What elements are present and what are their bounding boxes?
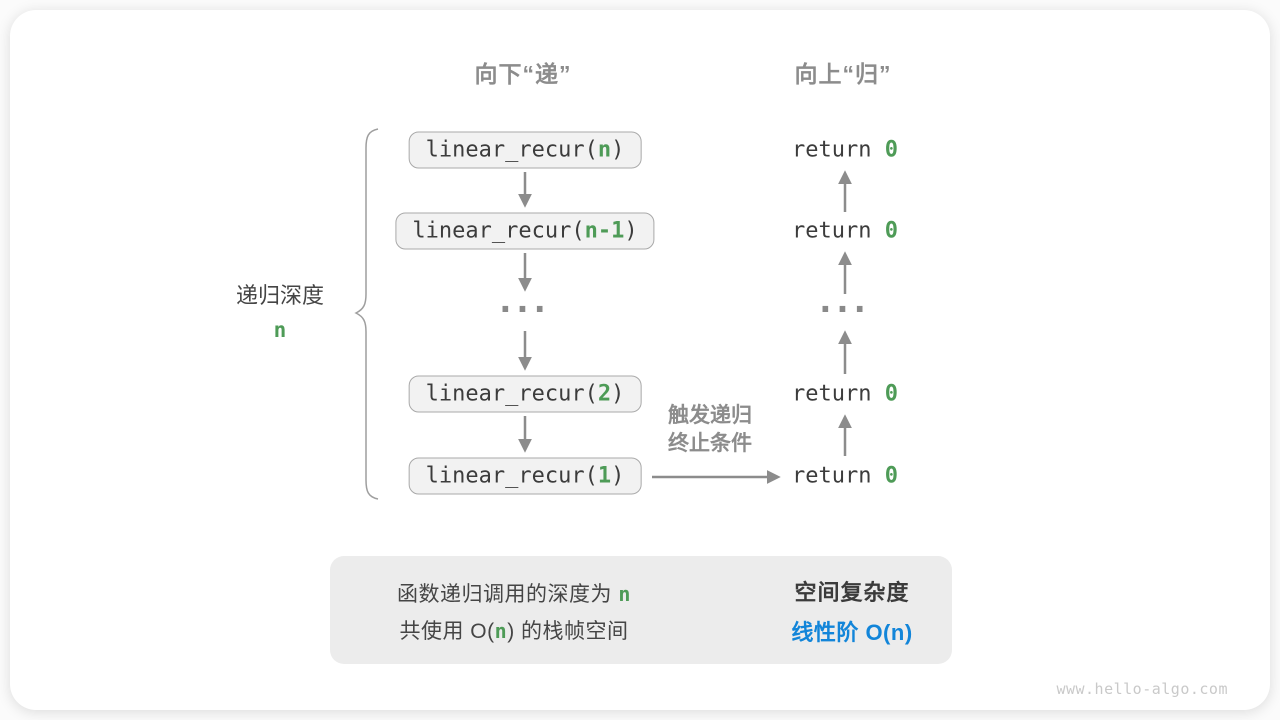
watermark: www.hello-algo.com xyxy=(1056,680,1228,698)
summary-text: 函数递归调用的深度为 xyxy=(397,583,619,606)
code-text: linear_recur( xyxy=(425,137,598,163)
call-box-n: linear_recur(n) xyxy=(408,131,642,169)
code-text: return xyxy=(792,137,885,163)
summary-box xyxy=(330,556,952,664)
code-arg: 2 xyxy=(597,381,612,407)
call-box-1: linear_recur(1) xyxy=(408,457,642,495)
call-box-n-1: linear_recur(n-1) xyxy=(395,212,655,250)
depth-label: 递归深度 xyxy=(235,283,325,308)
return-label: return 0 xyxy=(792,138,898,163)
call-box-2: linear_recur(2) xyxy=(408,375,642,413)
return-value: 0 xyxy=(884,218,898,244)
code-text: return xyxy=(792,463,885,489)
return-value: 0 xyxy=(884,381,898,407)
summary-line2: 共使用 O(n) 的栈帧空间 xyxy=(399,615,628,645)
code-arg: n xyxy=(597,137,612,163)
terminate-condition-label: 触发递归 终止条件 xyxy=(668,402,752,458)
summary-text: 共使用 O( xyxy=(399,620,495,643)
return-value: 0 xyxy=(884,137,898,163)
code-text: return xyxy=(792,381,885,407)
depth-value: n xyxy=(273,318,287,342)
code-text: linear_recur( xyxy=(425,381,598,407)
code-text: linear_recur( xyxy=(425,463,598,489)
terminate-line2: 终止条件 xyxy=(668,432,752,455)
return-label: return 0 xyxy=(792,464,898,489)
header-ascend: 向上“归” xyxy=(794,61,892,87)
summary-line1: 函数递归调用的深度为 n xyxy=(397,578,631,608)
code-text: ) xyxy=(611,137,625,163)
space-complexity-value: 线性阶 O(n) xyxy=(791,620,913,645)
return-value: 0 xyxy=(884,463,898,489)
ellipsis-descend: ··· xyxy=(499,290,551,328)
return-label: return 0 xyxy=(792,219,898,244)
code-arg: n-1 xyxy=(584,218,625,244)
code-text: ) xyxy=(624,218,638,244)
code-text: linear_recur( xyxy=(412,218,585,244)
summary-n: n xyxy=(494,619,508,643)
summary-text: ) 的栈帧空间 xyxy=(507,620,629,643)
code-text: ) xyxy=(611,381,625,407)
code-arg: 1 xyxy=(597,463,612,489)
space-complexity-title: 空间复杂度 xyxy=(794,580,910,605)
return-label: return 0 xyxy=(792,382,898,407)
code-text: ) xyxy=(611,463,625,489)
ellipsis-ascend: ··· xyxy=(819,290,871,328)
terminate-line1: 触发递归 xyxy=(668,404,752,427)
code-text: return xyxy=(792,218,885,244)
header-descend: 向下“递” xyxy=(474,61,572,87)
summary-n: n xyxy=(618,582,631,606)
